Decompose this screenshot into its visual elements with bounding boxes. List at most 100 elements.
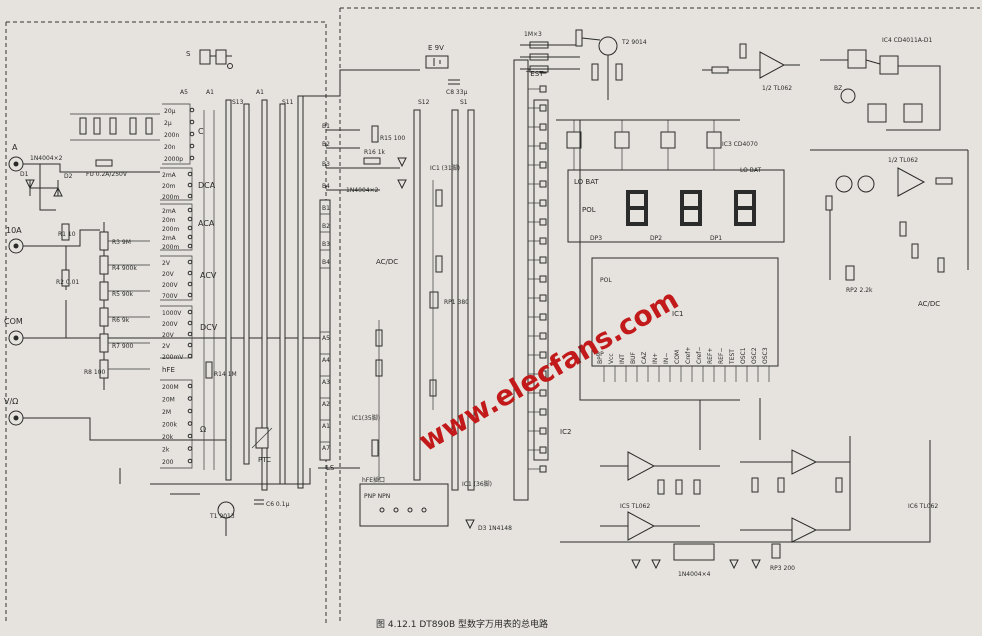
svg-text:D2: D2 <box>64 173 73 180</box>
svg-text:A4: A4 <box>322 357 330 364</box>
svg-text:R6 9k: R6 9k <box>112 317 130 324</box>
xor-gate <box>566 131 582 149</box>
trimmer-rp2: RP2 2.2k <box>845 265 873 294</box>
lcd-segment <box>680 190 702 194</box>
svg-text:ACA: ACA <box>198 219 215 228</box>
svg-text:R7 900: R7 900 <box>112 343 134 350</box>
range-label: 2k <box>162 447 170 454</box>
svg-text:FU 0.2A/250V: FU 0.2A/250V <box>86 171 128 178</box>
switch-contact <box>187 292 193 298</box>
svg-text:A5: A5 <box>322 335 330 342</box>
top-resistor-ladder: 1M×3 <box>520 29 583 73</box>
svg-text:IC1(35脚): IC1(35脚) <box>352 414 380 422</box>
svg-text:IC6 TL062: IC6 TL062 <box>908 503 938 510</box>
ic2-pad <box>539 427 547 435</box>
range-label: 200mV <box>162 354 184 361</box>
svg-text:POL: POL <box>600 277 612 284</box>
ic2-pad <box>539 256 547 264</box>
svg-text:1/2 TL062: 1/2 TL062 <box>888 157 918 164</box>
ic1-pin-label: BUF <box>630 351 637 364</box>
transistor-t2: T2 9014 <box>598 36 647 56</box>
ic2-pad <box>539 218 547 226</box>
ic1-pin-label: REF+ <box>707 348 714 364</box>
svg-text:B2: B2 <box>322 223 330 230</box>
svg-text:POL: POL <box>582 206 596 214</box>
svg-text:B3: B3 <box>322 161 330 168</box>
diode-d3: D3 1N4148 <box>465 519 512 532</box>
lcd-segment <box>680 222 702 226</box>
svg-text:B4: B4 <box>322 259 330 266</box>
lcd-segment <box>734 222 756 226</box>
svg-text:LO BAT: LO BAT <box>574 178 599 186</box>
ic1-pin-label: Vcc <box>608 353 615 364</box>
lcd-segment <box>626 190 630 208</box>
lcd-segment <box>626 208 630 226</box>
range-label: 20M <box>162 397 175 404</box>
svg-text:T2 9014: T2 9014 <box>621 39 647 46</box>
svg-text:B1: B1 <box>322 123 330 130</box>
svg-text:C6 0.1μ: C6 0.1μ <box>266 501 289 508</box>
lcd-segment <box>752 208 756 226</box>
ic2-pad <box>539 199 547 207</box>
ic4-cd4011: IC4 CD4011A-D1 BZ <box>820 37 941 131</box>
switch-contact <box>189 143 195 149</box>
bus-lines: B1 B2 B3 B4 LS <box>302 69 420 472</box>
switch-contact <box>187 234 193 240</box>
svg-text:IC2: IC2 <box>560 428 571 436</box>
shunt-resistor-r2: R2 0.01 <box>56 269 79 287</box>
ic2-pad <box>539 313 547 321</box>
svg-text:1N4004×2: 1N4004×2 <box>30 155 63 162</box>
svg-text:R5 90k: R5 90k <box>112 291 134 298</box>
hfe-socket: PNP NPN hFE插口 <box>359 476 449 527</box>
svg-text:IC5 TL062: IC5 TL062 <box>620 503 650 510</box>
lcd-display: LO BAT POL LO BAT DP3 DP2 DP1 <box>567 167 785 243</box>
switch-contact <box>187 320 193 326</box>
svg-text:C: C <box>198 127 204 136</box>
range-label: 1000V <box>162 310 182 317</box>
ic2-pad <box>539 85 547 93</box>
svg-text:10A: 10A <box>6 226 22 235</box>
svg-text:RP2 2.2k: RP2 2.2k <box>846 287 873 294</box>
switch-contact <box>187 342 193 348</box>
input-jack-com: COM <box>4 317 24 346</box>
switch-contact <box>187 270 193 276</box>
lcd-segment <box>698 208 702 226</box>
range-label: 20m <box>162 183 176 190</box>
switch-contact <box>187 421 193 426</box>
range-label: 2V <box>162 260 171 267</box>
range-label: 20V <box>162 271 175 278</box>
bottom-left-wiring <box>119 468 311 536</box>
range-label: 200V <box>162 321 178 328</box>
xor-gate <box>614 131 630 149</box>
svg-text:R14 1M: R14 1M <box>214 371 237 378</box>
ic5-opamps: IC5 TL062 IC6 TL062 <box>600 436 938 543</box>
lcd-segment <box>626 222 648 226</box>
ic1-pin31-label: IC1 (31脚) <box>430 164 460 172</box>
lcd-segment <box>698 190 702 208</box>
range-label: 200m <box>162 226 179 233</box>
ic2-pad <box>539 446 547 454</box>
trimmer-rp1: RP1 380 <box>429 291 469 309</box>
svg-text:DP1: DP1 <box>710 235 722 242</box>
svg-text:BP: BP <box>596 351 604 358</box>
input-jack-a: A <box>8 143 24 172</box>
range-label: 20k <box>162 434 174 441</box>
switch-contact <box>187 182 193 188</box>
svg-text:BZ: BZ <box>834 85 842 92</box>
input-jack-v-ohm: V/Ω <box>4 397 24 426</box>
range-label: 2μ <box>164 120 172 127</box>
test-terminal: TEST <box>525 70 544 78</box>
svg-text:IC4 CD4011A-D1: IC4 CD4011A-D1 <box>882 37 933 44</box>
svg-text:D1: D1 <box>20 171 29 178</box>
svg-text:1/2 TL062: 1/2 TL062 <box>762 85 792 92</box>
ic2-pad <box>539 389 547 397</box>
lcd-segment <box>680 206 702 210</box>
acdc-label: AC/DC <box>376 258 398 266</box>
lcd-segment <box>734 208 738 226</box>
switch-contact <box>187 281 193 287</box>
svg-text:R2 0.01: R2 0.01 <box>56 279 79 286</box>
svg-text:V/Ω: V/Ω <box>4 397 18 406</box>
svg-text:A1: A1 <box>256 89 264 96</box>
